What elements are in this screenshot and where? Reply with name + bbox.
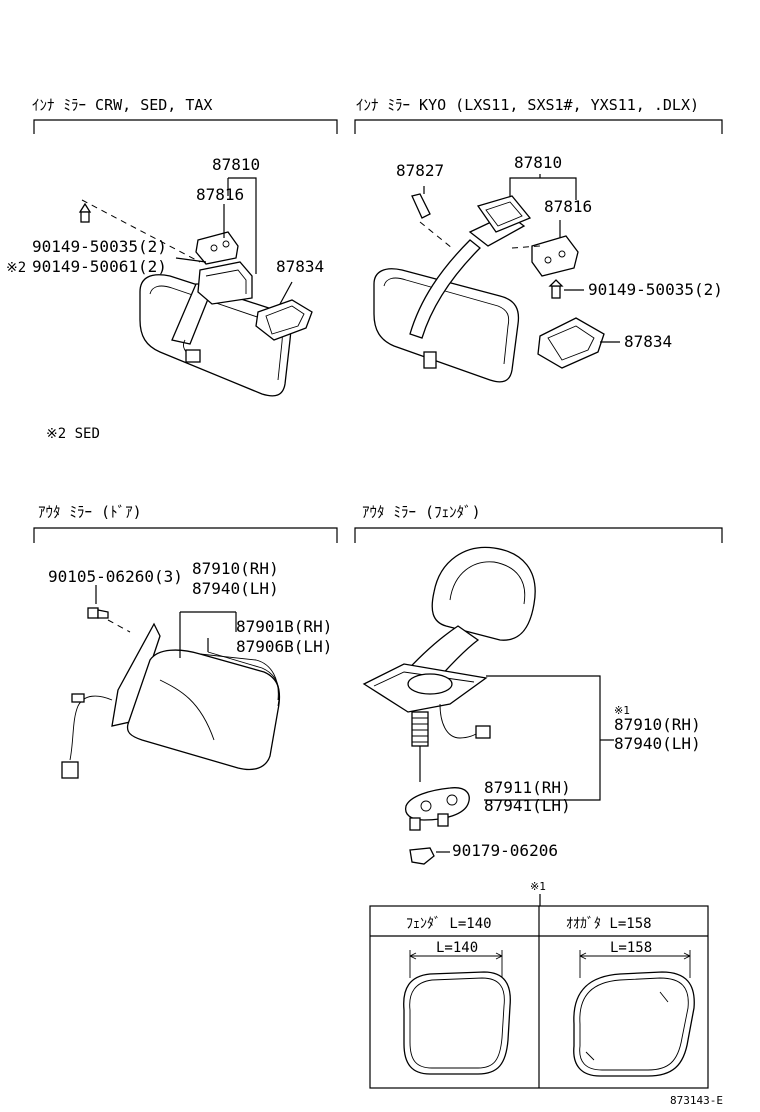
section-bracket-outer-fender [354,527,723,543]
leader-a-87834 [279,281,293,305]
label-c-87906b-lh: 87906B(LH) [236,637,332,656]
label-c-87910-rh: 87910(RH) [192,559,279,578]
table-col1-dim: L=140 [436,940,478,956]
label-a-90149-50035: 90149-50035(2) [32,237,167,256]
section-title-inner-std: ｲﾝﾅ ﾐﾗｰ CRW, SED, TAX [32,96,212,114]
diagram-code: 873143-E [670,1094,723,1107]
label-d-87941-lh: 87941(LH) [484,796,571,815]
label-d-87940-lh: 87940(LH) [614,734,701,753]
label-d-90179-06206: 90179-06206 [452,841,558,860]
label-c-87901b-rh: 87901B(RH) [236,617,332,636]
outer-mirror-door-drawing [61,607,281,779]
note-sed: ※2 SED [46,426,100,442]
label-d-87910-rh: 87910(RH) [614,715,701,734]
label-b-87834: 87834 [624,332,672,351]
label-c-87940-lh: 87940(LH) [192,579,279,598]
section-title-inner-kyo: ｲﾝﾅ ﾐﾗｰ KYO (LXS11, SXS1#, YXS11, .DLX) [356,96,699,114]
table-col2-header: ｵｵｶﾞﾀ L=158 [566,916,652,932]
inner-mirror-std-drawing [78,202,313,397]
leader-c-screw-dash [107,619,131,633]
label-d-mark1: ※1 [614,704,630,717]
leader-a-87810 [227,177,257,274]
table-col1-header: ﾌｪﾝﾀﾞ L=140 [406,916,492,932]
table-mark: ※1 [530,880,546,893]
label-c-90105-06260: 90105-06260(3) [48,567,183,586]
table-col2-glass [573,950,695,1077]
label-b-87816: 87816 [544,197,592,216]
section-bracket-inner-std [33,119,338,134]
leader-c-87910 [179,611,237,658]
leader-b-87810 [509,174,577,200]
table-col2-dim: L=158 [610,940,652,956]
label-b-90149-50035: 90149-50035(2) [588,280,723,299]
section-title-outer-door: ｱｳﾀ ﾐﾗｰ (ﾄﾞｱ) [38,503,142,521]
label-a-mark2: ※2 [6,260,26,276]
label-a-87810: 87810 [212,155,260,174]
leader-a-screw-dash [81,199,201,263]
label-a-87834: 87834 [276,257,324,276]
label-a-87816: 87816 [196,185,244,204]
outer-mirror-fender-drawing [362,546,536,865]
label-d-87911-rh: 87911(RH) [484,778,571,797]
table-col1-glass [403,950,511,1075]
leader-b-plate-dash [511,245,541,249]
section-bracket-outer-door [33,527,338,543]
section-bracket-inner-kyo [354,119,723,134]
label-b-87810: 87810 [514,153,562,172]
label-b-87827: 87827 [396,161,444,180]
leader-a-90149 [175,257,207,263]
leader-d-bracket [484,675,601,801]
label-a-90149-50061: 90149-50061(2) [32,257,167,276]
section-title-outer-fender: ｱｳﾀ ﾐﾗｰ (ﾌｪﾝﾀﾞ) [362,503,481,521]
inner-mirror-kyo-drawing [373,193,605,383]
leader-b-87827-dash [419,221,453,249]
